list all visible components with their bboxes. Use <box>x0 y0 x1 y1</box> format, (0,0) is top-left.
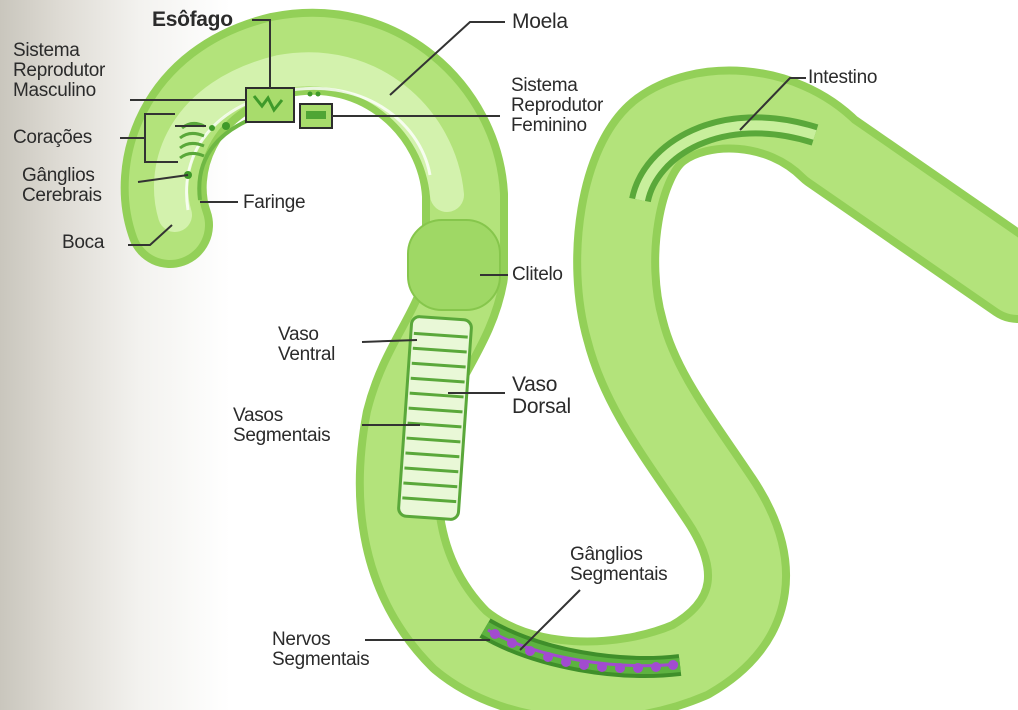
label-esofago: Esôfago <box>152 9 233 31</box>
label-vasos-segmentais: Vasos Segmentais <box>233 406 330 446</box>
label-ganglios-segmentais: Gânglios Segmentais <box>570 545 667 585</box>
label-sistema-reprodutor-feminino: Sistema Reprodutor Feminino <box>511 76 603 136</box>
blood-vessels <box>398 316 472 520</box>
label-sistema-reprodutor-masculino: Sistema Reprodutor Masculino <box>13 41 105 101</box>
label-clitelo: Clitelo <box>512 265 563 285</box>
label-faringe: Faringe <box>243 193 305 213</box>
label-coracoes: Corações <box>13 128 92 148</box>
label-moela: Moela <box>512 11 568 33</box>
label-ganglios-cerebrais: Gânglios Cerebrais <box>22 166 102 206</box>
label-vaso-ventral: Vaso Ventral <box>278 325 335 365</box>
worm-body <box>164 52 1018 681</box>
label-nervos-segmentais: Nervos Segmentais <box>272 630 369 670</box>
label-vaso-dorsal: Vaso Dorsal <box>512 374 571 418</box>
label-boca: Boca <box>62 233 104 253</box>
clitellum <box>408 220 500 310</box>
label-intestino: Intestino <box>808 68 877 88</box>
